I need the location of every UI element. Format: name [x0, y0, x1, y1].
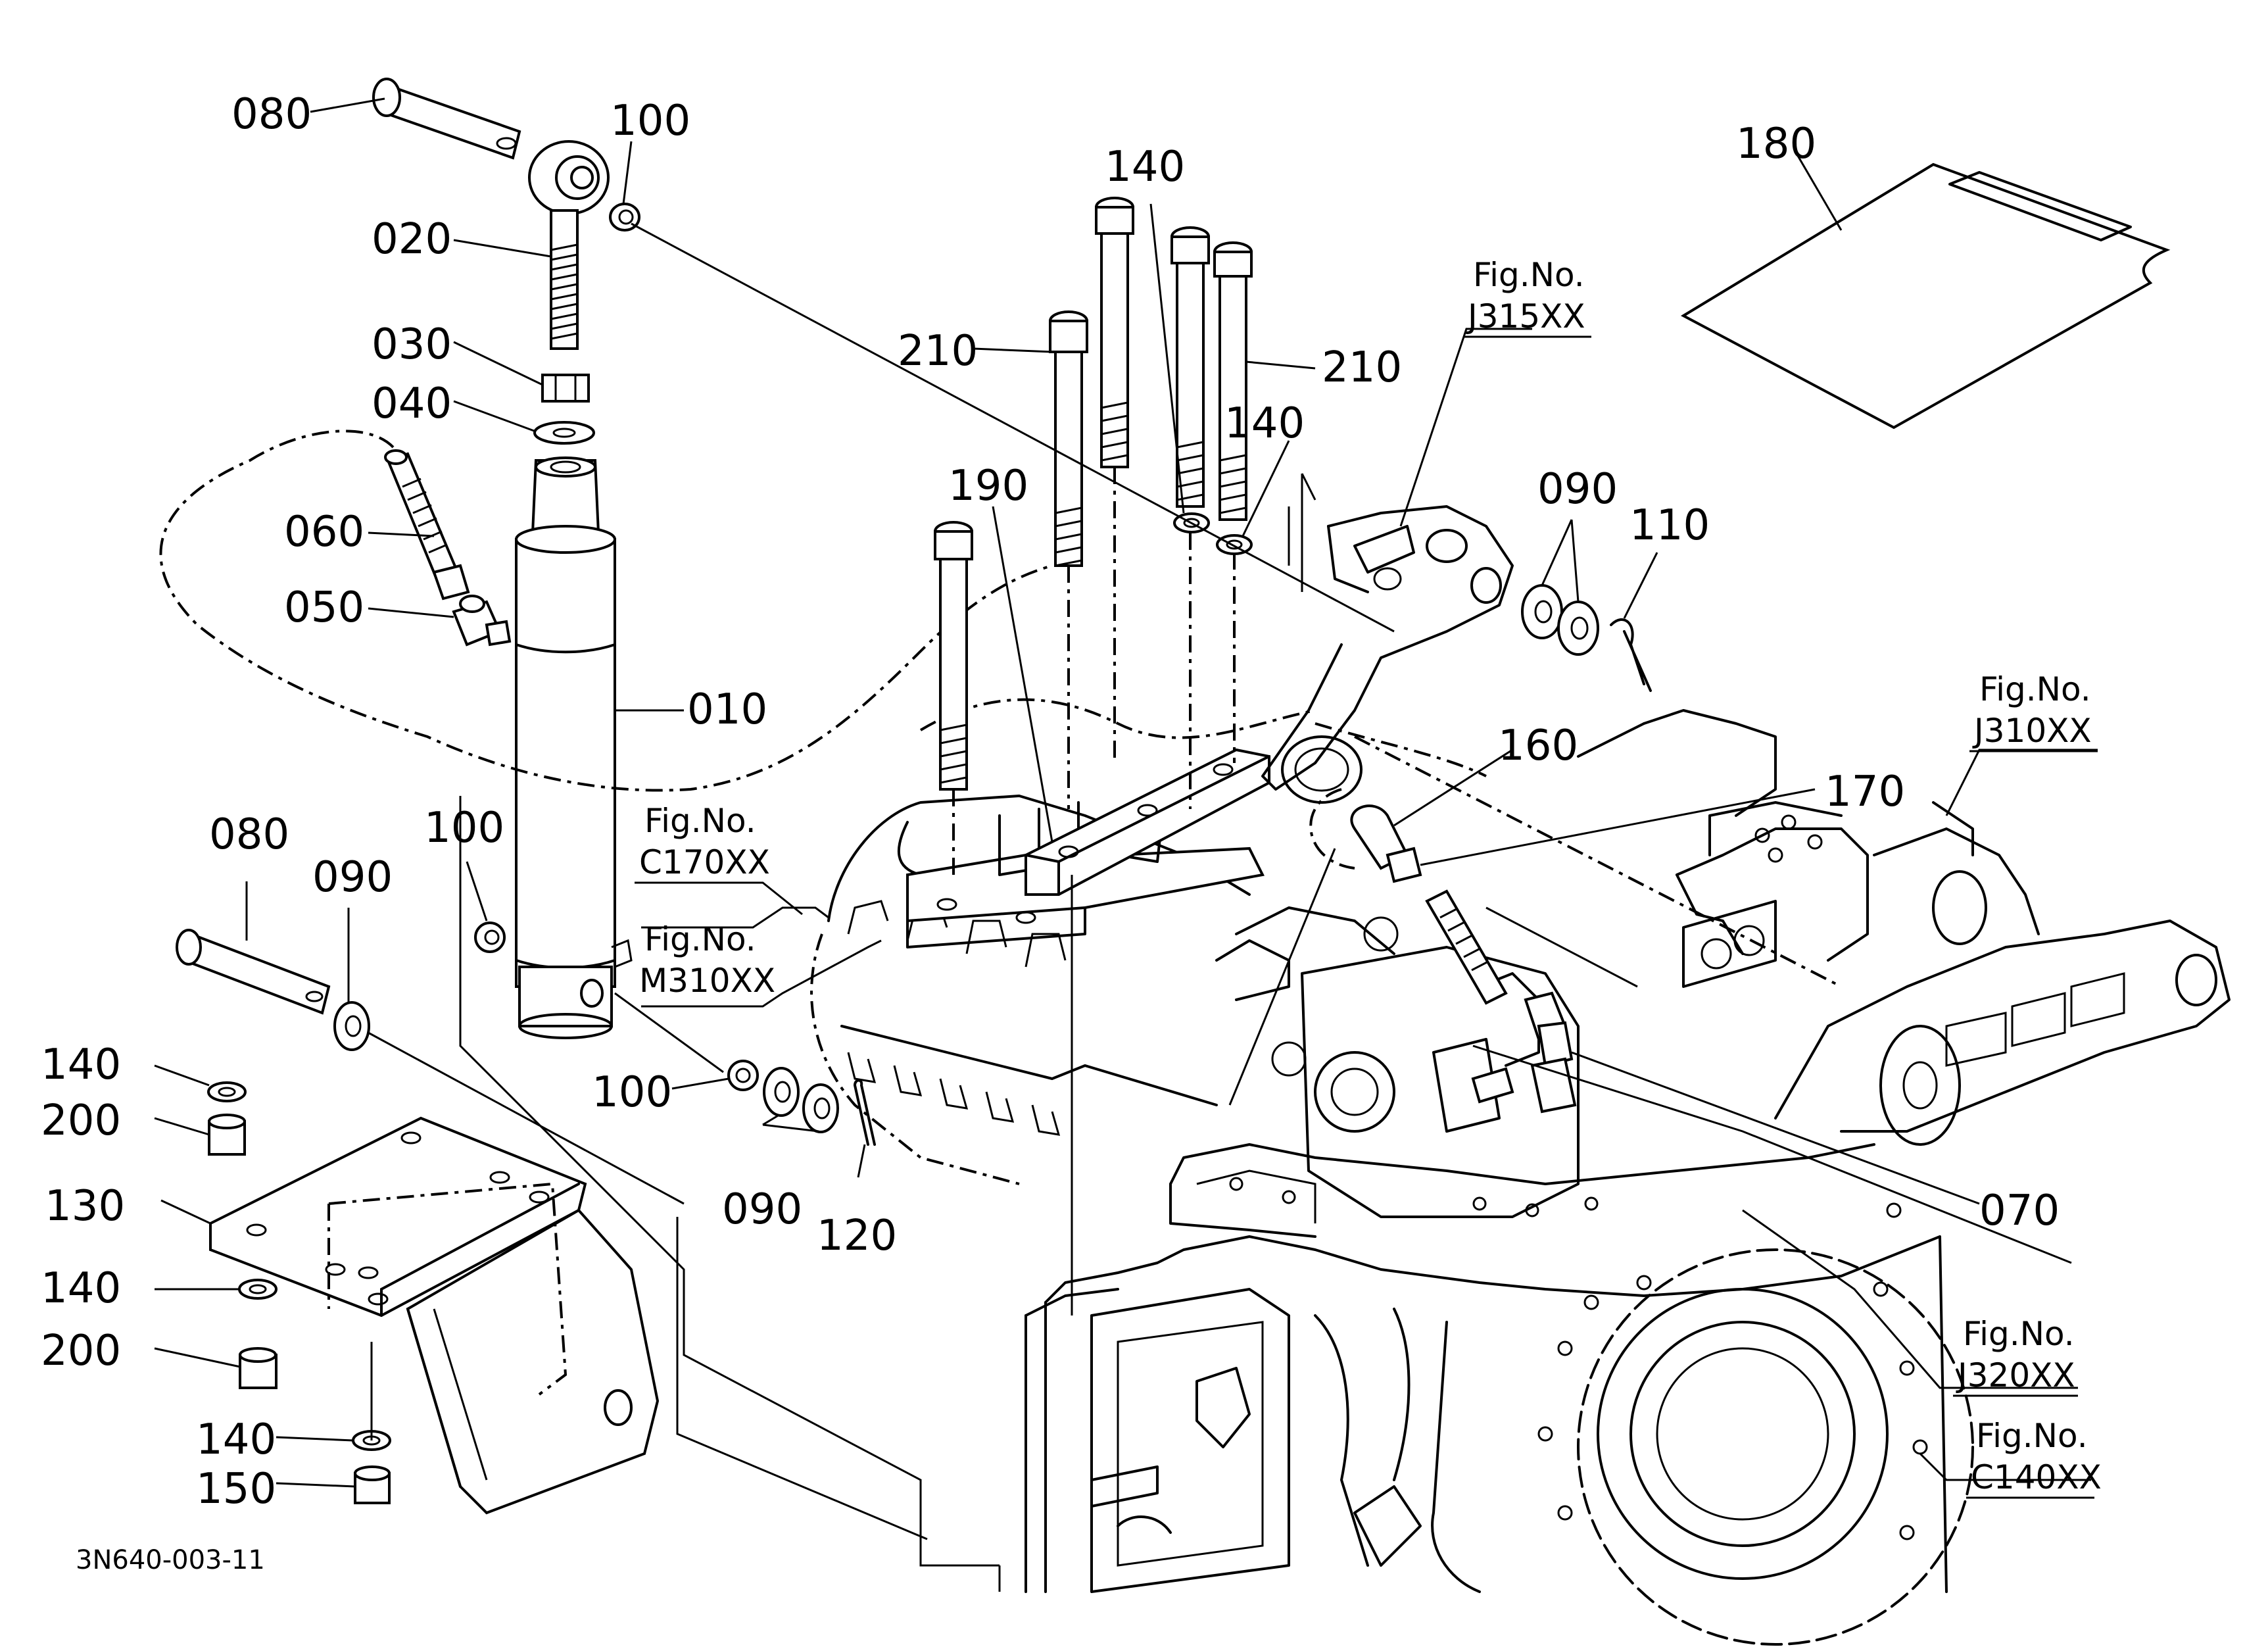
figure-references: Fig.No. J315XX Fig.No. J310XX Fig.No. C1…: [635, 256, 2102, 1499]
elbow-050: [452, 595, 512, 647]
callout-080-lower: 080: [209, 810, 289, 859]
callout-160: 160: [1498, 722, 1578, 770]
figref-c140: Fig.No. C140XX: [1966, 1417, 2102, 1499]
figref-m310-label: Fig.No.: [644, 920, 756, 958]
callout-120: 120: [817, 1212, 897, 1260]
drawing-code: 3N640-003-11: [76, 1545, 265, 1575]
collar-100-mid: [727, 1060, 759, 1091]
hose-060: [384, 449, 470, 601]
figref-j320-code: J320XX: [1956, 1356, 2075, 1394]
collar-100-lower: [474, 922, 506, 953]
callout-leaders: [154, 97, 2098, 1488]
figref-c140-code: C140XX: [1971, 1458, 2102, 1496]
figref-c170: Fig.No. C170XX: [635, 802, 803, 916]
figref-j320-label: Fig.No.: [1963, 1315, 2075, 1353]
callout-140-a: 140: [41, 1041, 121, 1089]
figref-j315: Fig.No. J315XX: [1463, 256, 1591, 338]
callout-100-mid: 100: [592, 1068, 672, 1117]
callout-030: 030: [372, 320, 452, 369]
figref-c170-label: Fig.No.: [644, 802, 756, 840]
washer-090-a: [763, 1067, 800, 1117]
callout-090-left: 090: [312, 853, 393, 902]
washer-090-b: [802, 1083, 839, 1133]
callout-130: 130: [45, 1182, 125, 1231]
callout-210-right: 210: [1322, 343, 1402, 392]
figref-c140-label: Fig.No.: [1976, 1417, 2088, 1455]
figref-m310: Fig.No. M310XX: [639, 920, 775, 1000]
callout-210-left: 210: [898, 327, 978, 376]
manual-180: [1680, 162, 2171, 430]
washer-090-left: [333, 1001, 370, 1051]
figref-j310-label: Fig.No.: [1979, 670, 2091, 708]
cotter-pin-120: [854, 1079, 876, 1146]
rod-end-020: [528, 140, 610, 350]
callout-100-top: 100: [610, 97, 690, 145]
figref-j310-code: J310XX: [1972, 712, 2092, 750]
nut-030: [541, 374, 590, 403]
figref-j315-label: Fig.No.: [1473, 256, 1585, 294]
callout-070: 070: [1979, 1187, 2060, 1235]
callout-140-c: 140: [196, 1415, 276, 1464]
callout-090-right: 090: [1537, 465, 1618, 514]
callout-140-b: 140: [41, 1264, 121, 1313]
hose-route: [159, 430, 1053, 792]
bracket-130: [209, 1116, 660, 1515]
callout-150: 150: [196, 1465, 276, 1513]
cylinder-010: [515, 456, 633, 1039]
callout-090-mid: 090: [722, 1185, 802, 1234]
callout-020: 020: [372, 215, 452, 264]
pin-080-top: [372, 78, 521, 160]
figref-j320: Fig.No. J320XX: [1953, 1315, 2078, 1397]
callout-140-top: 140: [1105, 143, 1185, 191]
washer-040: [533, 421, 595, 445]
right-small-parts: [1309, 584, 1652, 1114]
callout-200-b: 200: [41, 1327, 121, 1375]
callout-110: 110: [1629, 501, 1710, 550]
callout-080-top: 080: [231, 90, 312, 139]
bracket-fasteners: [207, 1081, 391, 1504]
callout-180: 180: [1736, 120, 1816, 168]
callout-190: 190: [948, 462, 1028, 510]
callout-060: 060: [284, 508, 364, 556]
cylinder-assembly: [159, 78, 1053, 1146]
callout-050: 050: [284, 583, 364, 632]
figref-c170-code: C170XX: [639, 843, 770, 881]
callout-170: 170: [1825, 768, 1905, 816]
callout-140-right: 140: [1224, 399, 1305, 448]
pin-080-lower: [176, 929, 331, 1015]
callout-100-lower: 100: [424, 804, 504, 852]
bolts-210: [934, 197, 1253, 875]
callout-040: 040: [372, 380, 452, 428]
callout-labels: 080 100 020 030 040 060 050 010 080 090 …: [41, 90, 2060, 1513]
figref-m310-code: M310XX: [639, 962, 775, 1000]
assembly-lines: [368, 222, 2072, 1592]
figref-j315-code: J315XX: [1466, 297, 1585, 335]
callout-010: 010: [687, 685, 767, 734]
callout-200-a: 200: [41, 1096, 121, 1145]
figref-j310: Fig.No. J310XX: [1969, 670, 2098, 752]
